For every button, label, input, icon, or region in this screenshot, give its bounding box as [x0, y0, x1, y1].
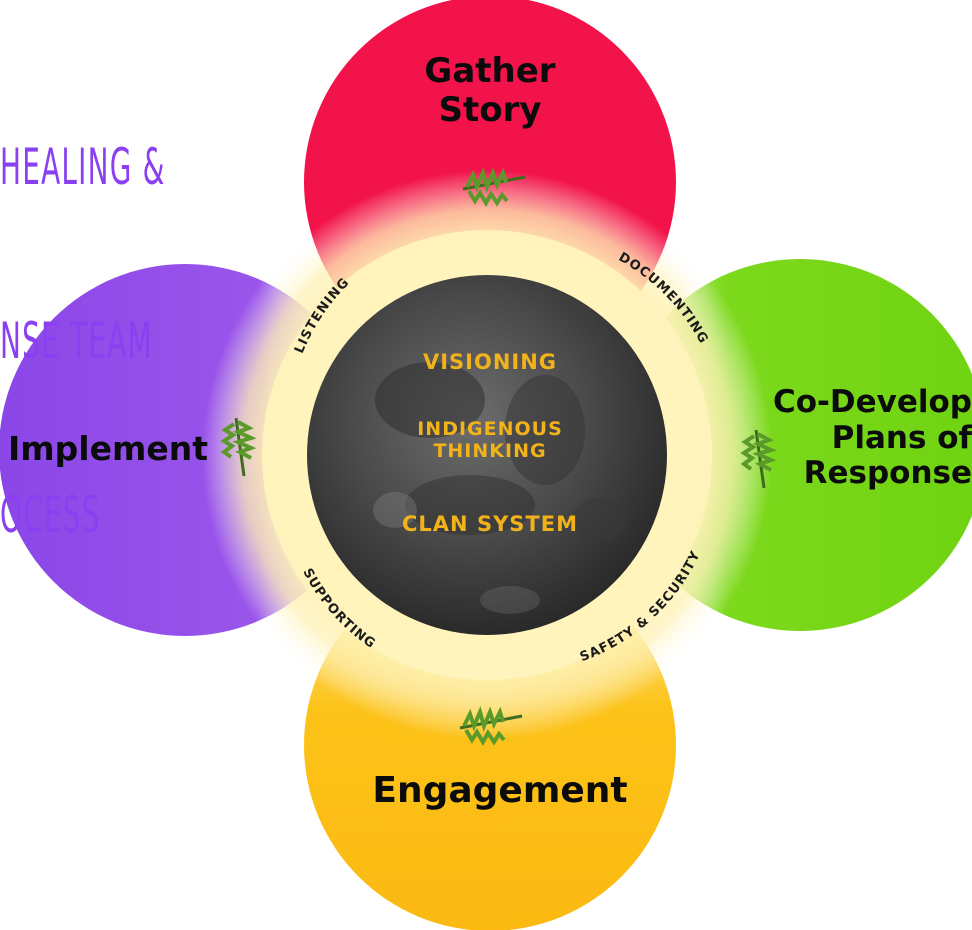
- center-line: THINKING: [433, 440, 547, 462]
- label-engagement: Engagement: [372, 770, 628, 811]
- label-line: Gather: [424, 51, 556, 91]
- label-line: Response: [803, 455, 972, 492]
- title-line: HEALING &: [0, 138, 166, 196]
- label-line: Story: [438, 90, 542, 131]
- center-clan-system: CLAN SYSTEM: [402, 512, 578, 536]
- label-gather-story: Gather Story: [360, 51, 620, 131]
- moon-image: [307, 275, 667, 635]
- label-implement: Implement: [8, 429, 209, 468]
- cedar-sprig-icon: [459, 706, 523, 746]
- label-line: Plans of: [831, 419, 972, 456]
- center-visioning: VISIONING: [422, 350, 558, 374]
- label-line: Co-Develop: [772, 384, 972, 420]
- cedar-sprig-icon: [740, 429, 777, 489]
- label-co-develop: Co-Develop Plans of Response: [768, 384, 972, 492]
- center-indigenous-thinking: INDIGENOUS THINKING: [380, 418, 600, 462]
- cedar-sprig-icon: [220, 417, 257, 477]
- title-line: OCESS: [0, 486, 101, 544]
- center-line: INDIGENOUS: [417, 418, 563, 440]
- cedar-sprig-icon: [462, 167, 526, 207]
- title-line: NSE TEAM: [0, 312, 153, 370]
- diagram-title: HEALING & NSE TEAM OCESS: [0, 22, 166, 602]
